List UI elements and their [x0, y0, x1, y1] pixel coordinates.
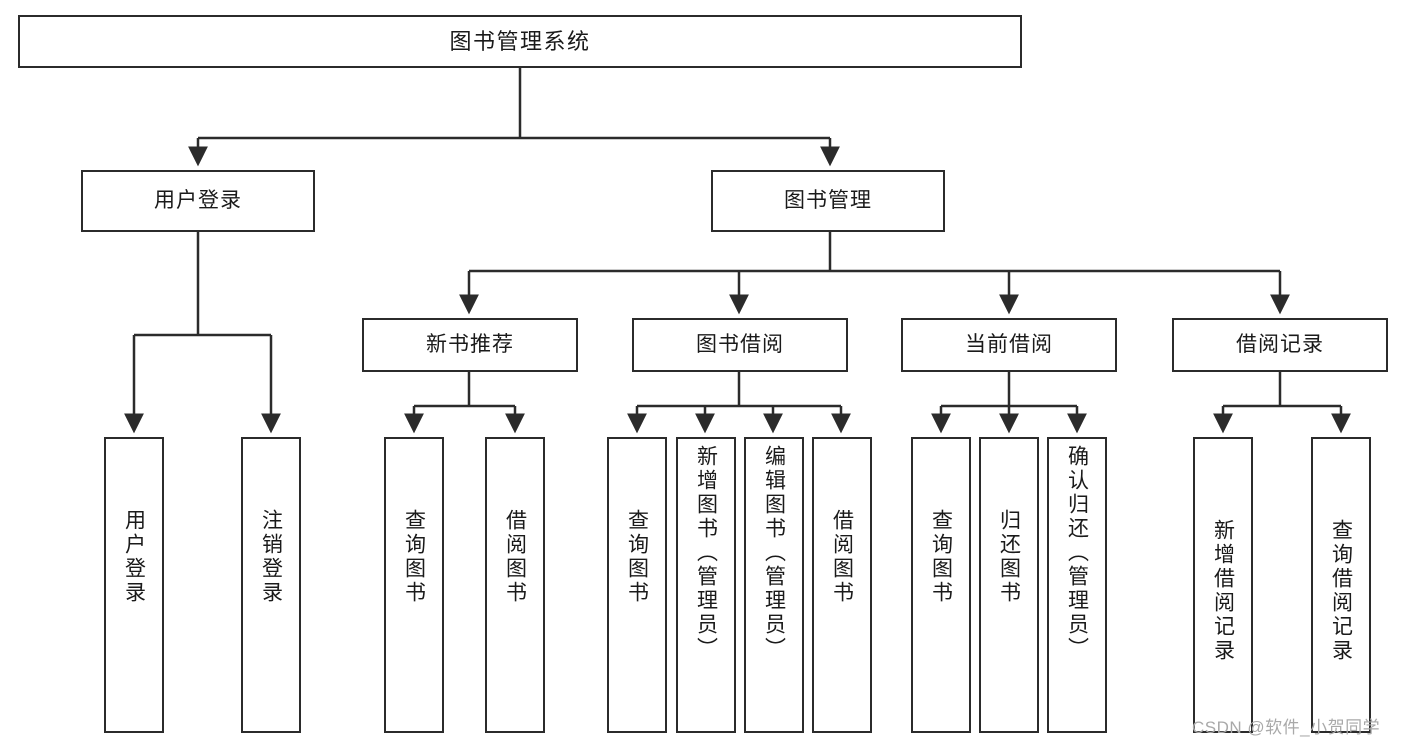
node-leaf-return-book[interactable]: 归还图书 — [979, 437, 1039, 733]
node-book-borrow[interactable]: 图书借阅 — [632, 318, 848, 372]
node-book-manage[interactable]: 图书管理 — [711, 170, 945, 232]
node-leaf-user-login[interactable]: 用户登录 — [104, 437, 164, 733]
node-leaf-query-borrow-record-label: 查询借阅记录 — [1329, 519, 1353, 663]
node-leaf-user-login-label: 用户登录 — [122, 509, 146, 605]
node-leaf-borrow-book-1[interactable]: 借阅图书 — [485, 437, 545, 733]
node-borrow-record[interactable]: 借阅记录 — [1172, 318, 1388, 372]
node-leaf-borrow-book-2[interactable]: 借阅图书 — [812, 437, 872, 733]
node-leaf-confirm-return-admin[interactable]: 确认归还（管理员） — [1047, 437, 1107, 733]
node-leaf-edit-book-admin-label: 编辑图书（管理员） — [762, 445, 786, 661]
node-book-borrow-label: 图书借阅 — [696, 332, 784, 356]
node-leaf-query-book-2[interactable]: 查询图书 — [607, 437, 667, 733]
node-root-label: 图书管理系统 — [449, 28, 591, 54]
node-leaf-edit-book-admin[interactable]: 编辑图书（管理员） — [744, 437, 804, 733]
node-leaf-query-book-3-label: 查询图书 — [929, 509, 953, 605]
node-borrow-record-label: 借阅记录 — [1236, 332, 1324, 356]
node-leaf-logout[interactable]: 注销登录 — [241, 437, 301, 733]
node-leaf-add-borrow-record-label: 新增借阅记录 — [1211, 519, 1235, 663]
node-leaf-query-book-2-label: 查询图书 — [625, 509, 649, 605]
node-leaf-confirm-return-admin-label: 确认归还（管理员） — [1065, 445, 1089, 661]
watermark: CSDN @软件_小贺同学 — [1192, 718, 1381, 737]
node-leaf-borrow-book-2-label: 借阅图书 — [830, 509, 854, 605]
node-current-borrow[interactable]: 当前借阅 — [901, 318, 1117, 372]
node-leaf-logout-label: 注销登录 — [259, 509, 283, 605]
node-leaf-borrow-book-1-label: 借阅图书 — [503, 509, 527, 605]
node-leaf-query-book-3[interactable]: 查询图书 — [911, 437, 971, 733]
node-leaf-query-book-1[interactable]: 查询图书 — [384, 437, 444, 733]
node-user-login[interactable]: 用户登录 — [81, 170, 315, 232]
node-new-book-rec-label: 新书推荐 — [426, 332, 514, 356]
node-current-borrow-label: 当前借阅 — [965, 332, 1053, 356]
node-leaf-return-book-label: 归还图书 — [997, 509, 1021, 605]
node-leaf-query-book-1-label: 查询图书 — [402, 509, 426, 605]
node-leaf-query-borrow-record[interactable]: 查询借阅记录 — [1311, 437, 1371, 733]
node-book-manage-label: 图书管理 — [784, 188, 872, 212]
node-leaf-add-book-admin-label: 新增图书（管理员） — [694, 445, 718, 661]
node-leaf-add-book-admin[interactable]: 新增图书（管理员） — [676, 437, 736, 733]
node-user-login-label: 用户登录 — [154, 188, 242, 212]
node-new-book-rec[interactable]: 新书推荐 — [362, 318, 578, 372]
node-leaf-add-borrow-record[interactable]: 新增借阅记录 — [1193, 437, 1253, 733]
node-root[interactable]: 图书管理系统 — [18, 15, 1022, 68]
